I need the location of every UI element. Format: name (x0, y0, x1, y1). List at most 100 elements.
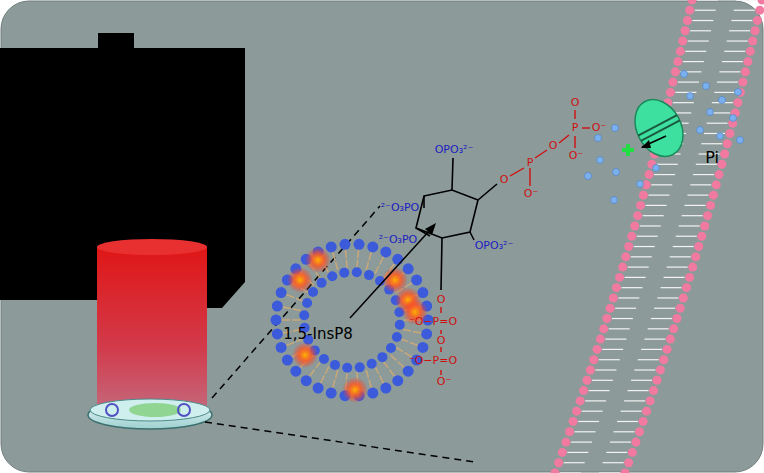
lipid-head (748, 37, 757, 46)
phosphate-group: OPO₃²⁻ (475, 240, 514, 252)
lipid-tail (380, 256, 384, 265)
lipid-head (367, 241, 378, 252)
lipid-tail (285, 342, 294, 346)
lipid-tail (309, 369, 315, 377)
lipid-tail (651, 184, 672, 185)
lipid-tail (687, 195, 708, 196)
lipid-tail (346, 372, 348, 380)
lipid-tail (719, 71, 740, 72)
lipid-tail (648, 195, 669, 196)
lipid-tail (697, 0, 718, 1)
lipid-head (354, 239, 365, 250)
lipid-head (682, 283, 691, 292)
lipid-tail (729, 30, 750, 31)
lipid-tail (685, 205, 706, 206)
lipid-head (339, 239, 350, 250)
lipid-tail (614, 431, 635, 432)
lipid-head (612, 283, 621, 292)
lipid-tail (567, 452, 588, 453)
phosphate-ion (681, 71, 688, 78)
lipid-head (367, 388, 378, 399)
lipid-tail (688, 40, 709, 41)
cell-membrane (551, 0, 764, 473)
lipid-tail (390, 355, 396, 360)
light-beam (97, 247, 207, 413)
lipid-tail (617, 421, 638, 422)
lipid-head (741, 67, 750, 76)
fluorescence-spot (342, 377, 368, 403)
lipid-head (628, 448, 637, 457)
lipid-tail (624, 400, 645, 401)
fluorescence-spot (292, 342, 318, 368)
lipid-tail (654, 174, 675, 175)
lipid-head (615, 273, 624, 282)
lipid-head (582, 376, 591, 385)
inositol-ring (416, 158, 497, 290)
lipid-tail (631, 256, 652, 257)
lipid-head (355, 362, 365, 372)
lipid-head (659, 355, 668, 364)
lipid-tail (346, 260, 348, 268)
lipid-tail (592, 380, 613, 381)
lipid-head (688, 263, 697, 272)
lipid-tail (695, 10, 716, 11)
phosphate-ion (737, 137, 744, 144)
lipid-head (649, 386, 658, 395)
lipid-head (642, 407, 651, 416)
sample (129, 403, 181, 417)
lipid-tail (609, 328, 630, 329)
lipid-head (411, 274, 422, 285)
lipid-head (715, 170, 724, 179)
lipid-tail (651, 318, 672, 319)
lipid-tail (673, 102, 694, 103)
lipid-tail (637, 236, 658, 237)
phosphate-ion (613, 169, 620, 176)
lipid-tail (657, 164, 678, 165)
lipid-head (596, 335, 605, 344)
lipid-head (683, 16, 692, 25)
lipid-tail (682, 215, 703, 216)
lipid-head (364, 270, 374, 280)
lipid-head (565, 427, 574, 436)
phosphate-ion (687, 93, 694, 100)
lipid-tail (690, 30, 711, 31)
lipid-head (669, 324, 678, 333)
lipid-tail (606, 452, 627, 453)
lipid-head (276, 342, 287, 353)
lipid-head (746, 47, 755, 56)
lipid-tail (599, 472, 620, 473)
lipid-head (691, 252, 700, 261)
lipid-tail (293, 309, 301, 310)
lipid-head (395, 320, 405, 330)
lipid-tail (585, 400, 606, 401)
lipid-tail (734, 10, 755, 11)
lipid-tail (621, 287, 642, 288)
lipid-head (703, 211, 712, 220)
lipid-tail (316, 361, 321, 367)
lipid-head (380, 246, 391, 257)
lipid-tail (654, 308, 675, 309)
phosphate-ion (697, 127, 704, 134)
phosphate-ion (735, 89, 742, 96)
lipid-tail (336, 370, 338, 378)
lipid-head (403, 366, 414, 377)
lipid-head (299, 310, 309, 320)
lipid-head (301, 375, 312, 386)
lipid-tail (610, 441, 631, 442)
atom-label: O (549, 140, 558, 152)
atom-label: O⁻ (569, 150, 583, 162)
lipid-head (271, 315, 282, 326)
leader-arrowhead (425, 223, 436, 235)
lipid-head (558, 448, 567, 457)
lipid-head (758, 0, 764, 5)
lipid-head (392, 332, 402, 342)
lipid-head (639, 417, 648, 426)
atom-label: O (437, 335, 446, 347)
lipid-head (656, 366, 665, 375)
lipid-tail (724, 51, 745, 52)
lipid-head (609, 293, 618, 302)
lipid-tail (625, 277, 646, 278)
lipid-head (672, 314, 681, 323)
lipid-tail (646, 205, 667, 206)
